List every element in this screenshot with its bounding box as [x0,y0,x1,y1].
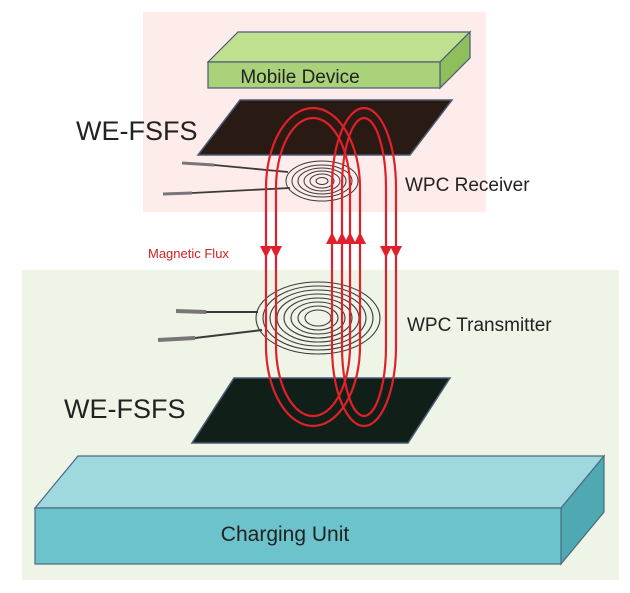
receiver-coil [162,160,359,202]
top-ferrite-sheet [196,99,454,156]
magnetic-flux-lines [264,106,398,428]
charging-unit-label: Charging Unit [221,523,350,546]
flux-loop-right-inner [340,116,388,418]
transmitter-lead-lower [194,329,263,339]
receiver-lead-pin-lower [162,191,193,196]
transmitter-lead-pin-upper [175,309,207,314]
mobile-device-top [206,31,472,63]
magnetic-flux-label: Magnetic Flux [148,246,229,261]
mobile-device: Mobile Device [206,30,472,90]
we-fsfs-top-label: WE-FSFS [76,116,198,146]
receiver-lead-pin-upper [181,161,215,167]
flux-loop-left-outer [264,106,362,428]
transmitter-lead-pin-lower [157,336,196,342]
flux-loop-left-inner [274,116,352,418]
charging-unit-front [34,507,562,565]
receiver-lead-upper [213,164,289,173]
receiver-lead-lower [191,187,291,194]
mobile-device-front [207,61,441,89]
wpc-transmitter-label: WPC Transmitter [407,315,552,336]
charging-unit: Charging Unit [33,454,606,566]
flux-loop-right-outer [330,106,398,428]
flux-arrows [260,232,402,258]
wpc-receiver-label: WPC Receiver [405,175,530,196]
bottom-ferrite-sheet [190,377,452,444]
charging-unit-top [33,455,606,509]
we-fsfs-bottom-label: WE-FSFS [64,394,186,424]
mobile-device-label: Mobile Device [240,67,359,88]
